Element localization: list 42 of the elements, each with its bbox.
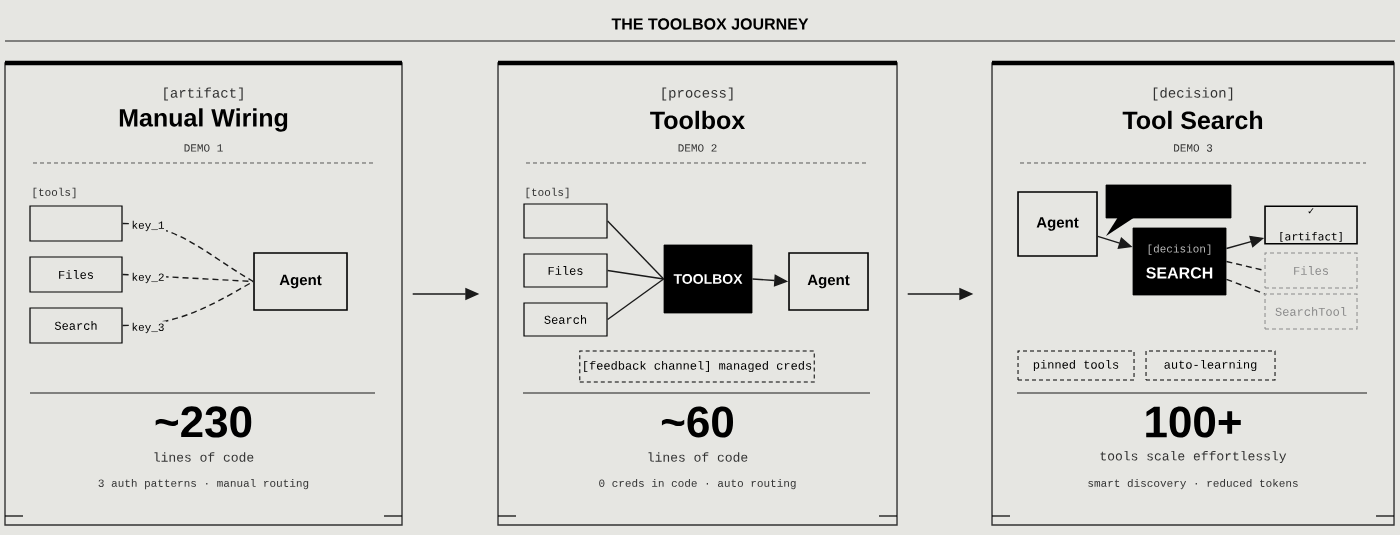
feature-note: smart discovery · reduced tokens <box>1088 478 1298 490</box>
toolbox-box: TOOLBOX <box>663 244 753 314</box>
big-number: ~60 <box>661 406 734 438</box>
category-tag: [process] <box>662 87 733 101</box>
diagram-title: THE TOOLBOX JOURNEY <box>611 18 809 30</box>
tool-box <box>29 205 123 242</box>
big-number: ~230 <box>155 406 252 438</box>
agent-box: Agent <box>1017 191 1098 257</box>
note-box: [feedback channel] managed creds <box>579 350 815 383</box>
tool-box: Files <box>29 256 123 293</box>
demo-label: DEMO 1 <box>184 144 223 152</box>
big-number: 100+ <box>1146 406 1241 438</box>
group-label: [tools] <box>33 187 76 199</box>
feature-note: 3 auth patterns · manual routing <box>98 478 309 490</box>
agent-box: Agent <box>788 252 869 311</box>
panel-heading: Toolbox <box>650 110 745 130</box>
feature-note: 0 creds in code · auto routing <box>599 478 796 490</box>
tool-box: Search <box>523 302 608 337</box>
edge-label: key_3 <box>129 321 167 335</box>
feature-tag: auto-learning <box>1145 350 1276 381</box>
group-label: [tools] <box>526 187 569 199</box>
metric-caption: lines of code <box>154 452 254 462</box>
panel-heading: Tool Search <box>1122 110 1263 130</box>
tool-box <box>523 203 608 239</box>
tool-box: Files <box>523 253 608 288</box>
feature-tag: pinned tools <box>1017 350 1135 381</box>
speech-bubble <box>1105 184 1232 236</box>
demo-label: DEMO 3 <box>1174 144 1213 152</box>
agent-box: Agent <box>253 252 348 311</box>
panel-heading: Manual Wiring <box>119 108 288 132</box>
search-box: [decision] SEARCH <box>1132 227 1227 296</box>
edge-label: key_2 <box>129 271 167 285</box>
tool-box: Search <box>29 307 123 344</box>
category-tag: [artifact] <box>164 87 243 101</box>
metric-caption: lines of code <box>648 452 748 462</box>
result-box: ✓ [artifact] <box>1264 205 1358 245</box>
category-tag: [decision] <box>1153 87 1233 101</box>
metric-caption: tools scale effortlessly <box>1100 450 1287 464</box>
candidate-box: Files <box>1264 252 1358 289</box>
candidate-box: SearchTool <box>1264 293 1358 330</box>
edge-label: key_1 <box>129 219 167 233</box>
demo-label: DEMO 2 <box>678 144 717 152</box>
